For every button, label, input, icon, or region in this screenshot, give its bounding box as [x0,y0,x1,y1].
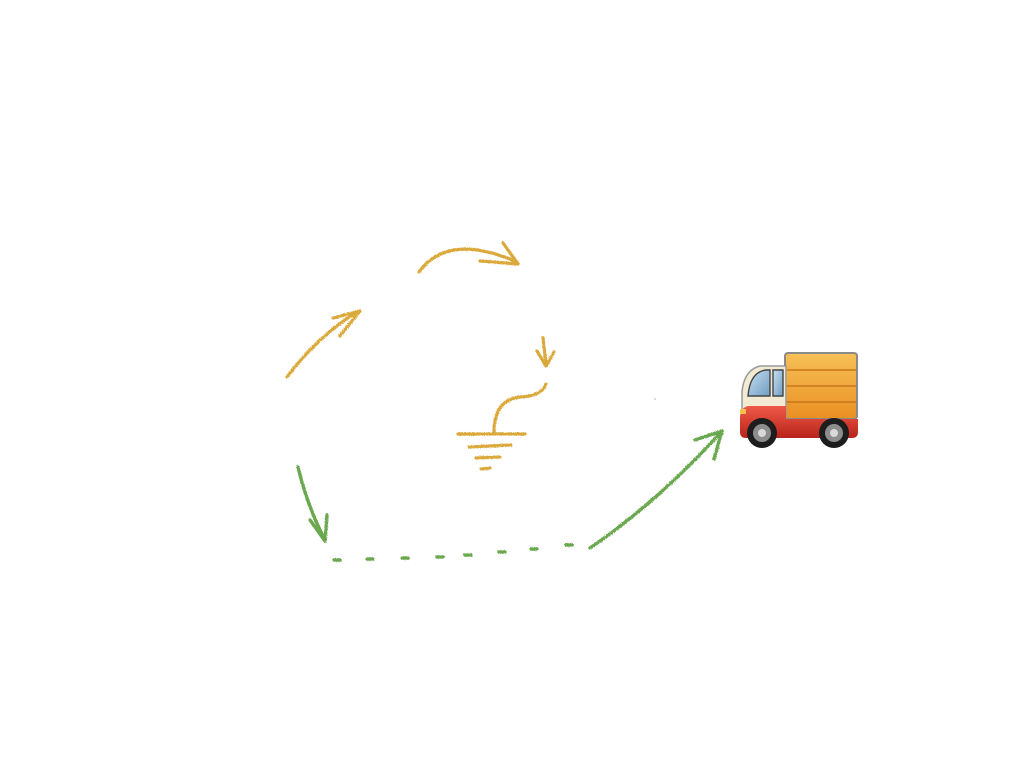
cycle-arrow-2 [417,241,520,274]
cycle-arrow-1 [285,309,362,379]
cycle-arrow-3 [535,336,556,368]
delivery-arrow-down [296,465,329,543]
delivery-arrow-to-truck [588,429,724,550]
truck-wheel-front [747,418,777,448]
delivery-truck-icon [740,352,858,448]
truck-wheel-rear [819,418,849,448]
ground-symbol-icon [456,382,548,471]
delivery-dotted-path [332,543,574,562]
speck [654,398,656,400]
